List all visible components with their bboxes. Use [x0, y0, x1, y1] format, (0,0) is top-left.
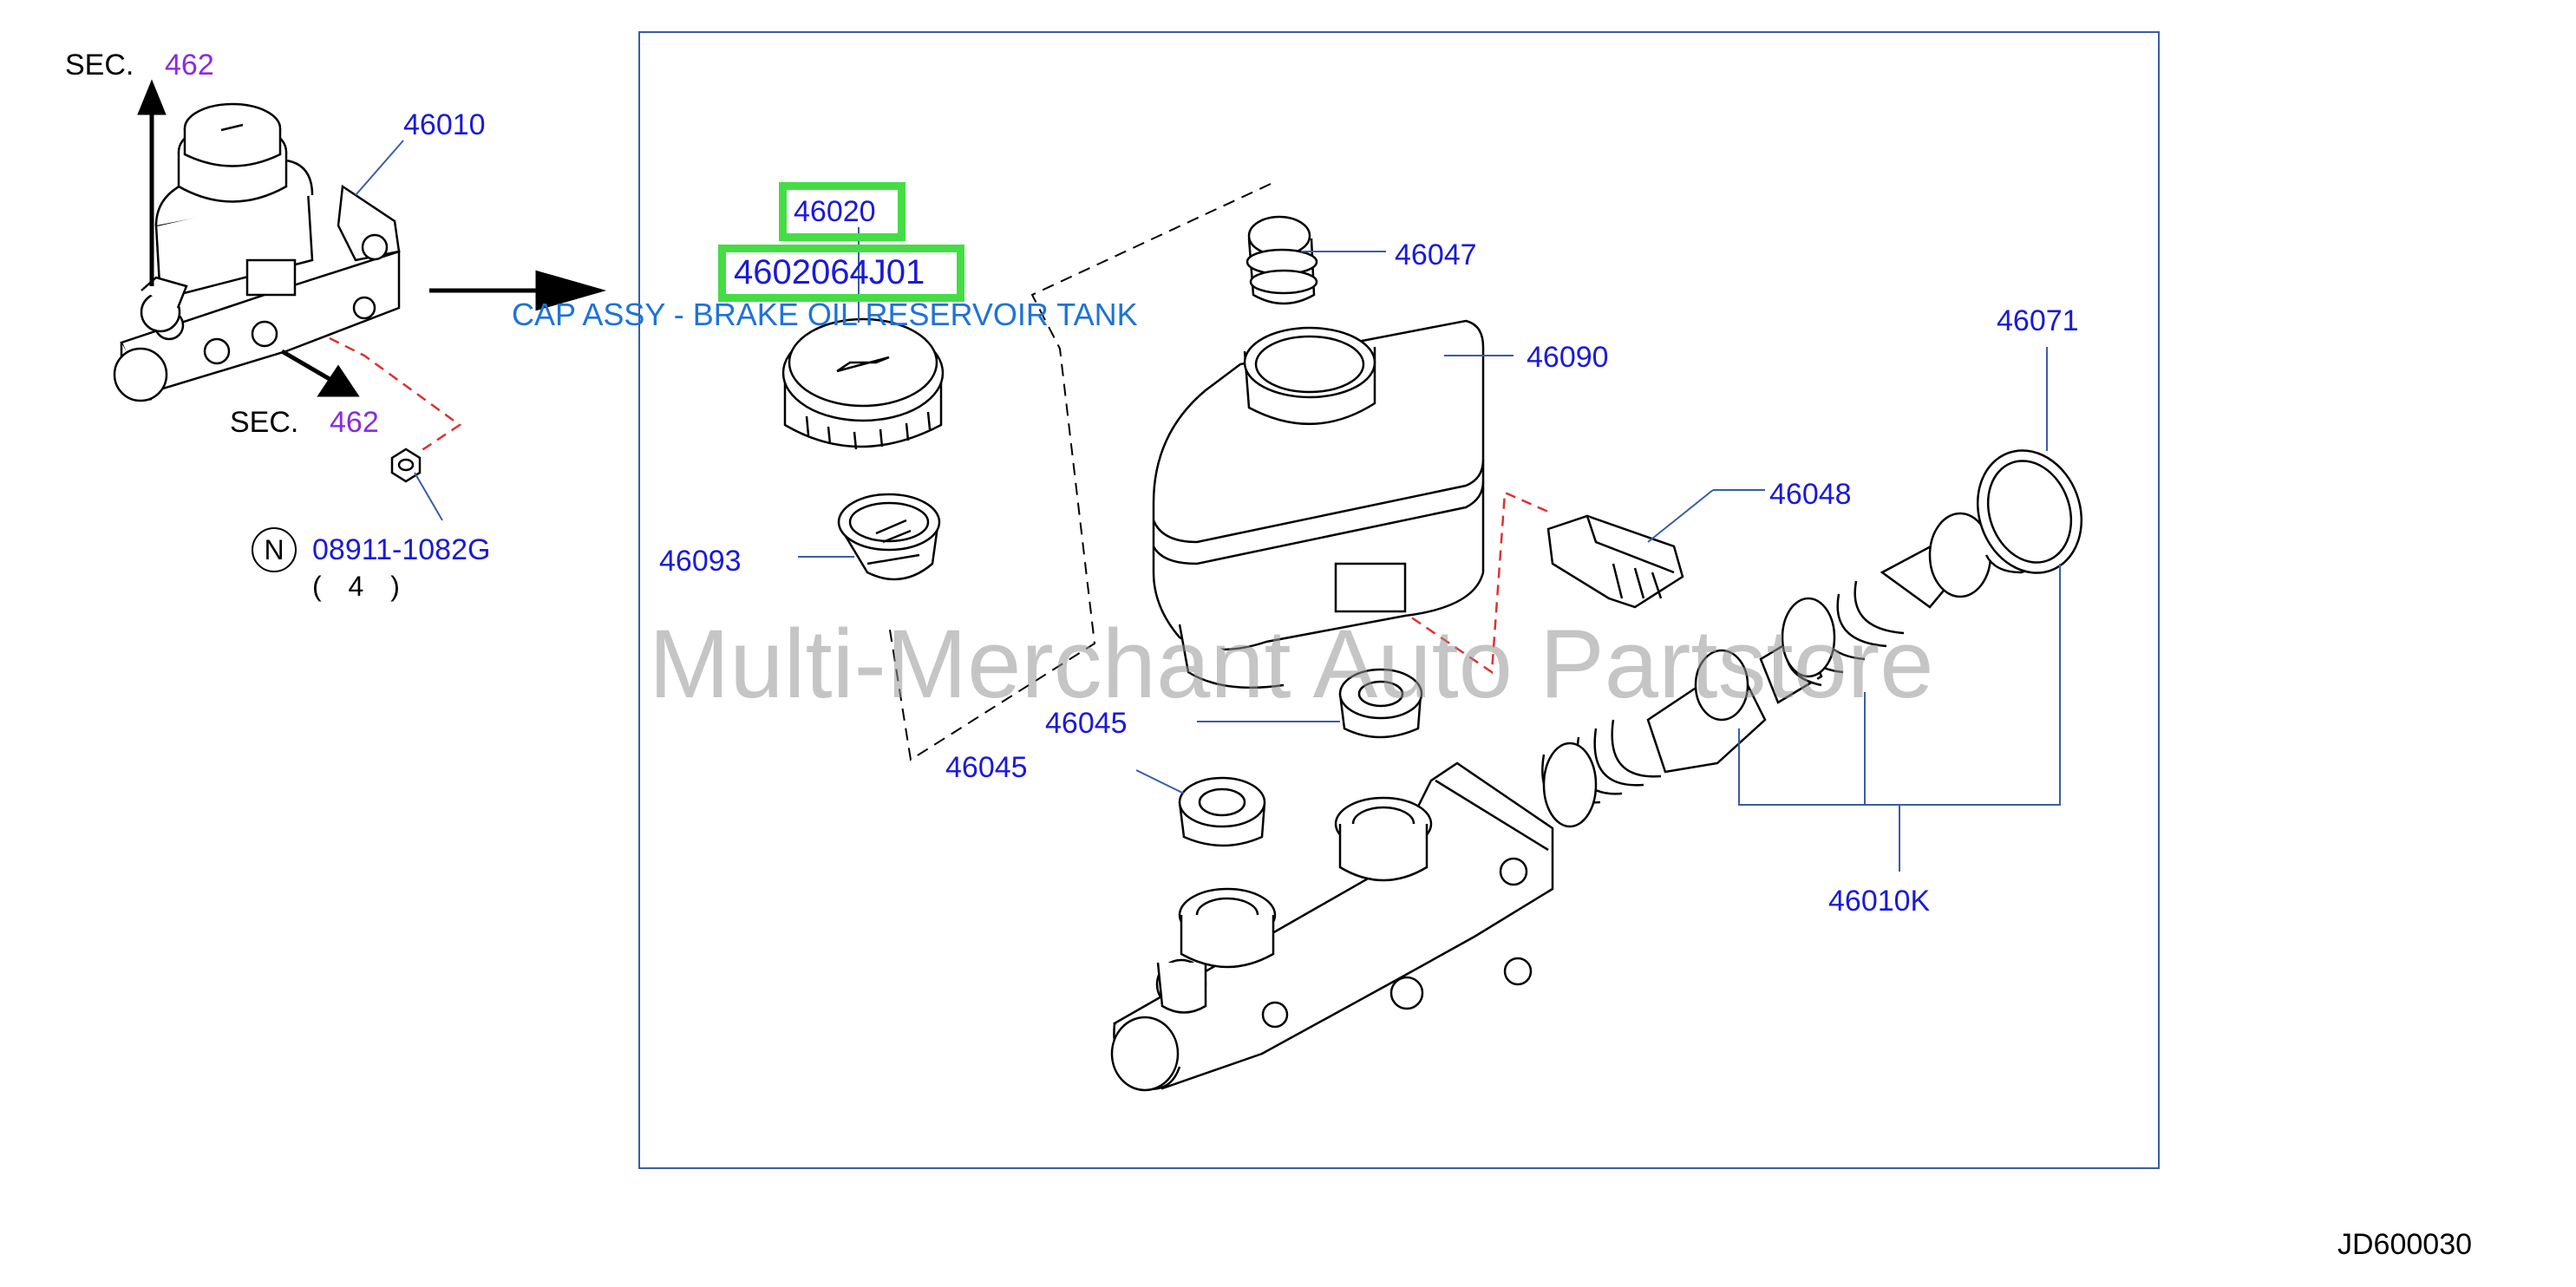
- reservoir-cap: [781, 317, 945, 450]
- level-sensor-connector: [1546, 514, 1684, 609]
- sec-bottom-number[interactable]: 462: [330, 406, 379, 439]
- part-label-46045-upper[interactable]: 46045: [1045, 707, 1128, 740]
- part-label-46093[interactable]: 46093: [659, 545, 742, 578]
- part-label-08911-1082G[interactable]: 08911-1082G: [312, 533, 491, 566]
- master-cylinder-body: [1110, 761, 1554, 1092]
- overview-master-cylinder: [113, 102, 401, 402]
- part-label-46048[interactable]: 46048: [1769, 478, 1852, 511]
- reservoir-seal: [1246, 215, 1318, 305]
- reservoir-tank: [1152, 319, 1485, 689]
- sec-top-number[interactable]: 462: [165, 49, 214, 82]
- part-label-46045-lower[interactable]: 46045: [945, 751, 1028, 784]
- part-label-46047[interactable]: 46047: [1395, 238, 1477, 271]
- highlight-4602064J01: [718, 245, 964, 302]
- part-label-46010[interactable]: 46010: [403, 108, 486, 141]
- seal-upper: [1338, 668, 1423, 739]
- sec-bottom-prefix: SEC.: [230, 406, 299, 439]
- piston-seal-ring: [1976, 449, 2083, 574]
- part-label-46090[interactable]: 46090: [1527, 341, 1609, 374]
- part-number-4602064J01[interactable]: 4602064J01: [734, 253, 925, 291]
- leader-lines: [798, 227, 2061, 872]
- overview-nut: [390, 448, 422, 483]
- sec-top-prefix: SEC.: [65, 49, 134, 82]
- highlight-46020: [779, 182, 906, 241]
- part-description: CAP ASSY - BRAKE OIL RESERVOIR TANK: [512, 297, 1138, 332]
- diagram-code: JD600030: [2337, 1228, 2473, 1261]
- part-label-46071[interactable]: 46071: [1997, 304, 2079, 337]
- seal-lower: [1178, 776, 1266, 847]
- reservoir-strainer: [837, 493, 941, 581]
- diagram-frame: [638, 31, 2160, 1169]
- watermark: Multi-Merchant Auto Partstore: [649, 610, 1934, 718]
- part-label-46020[interactable]: 46020: [794, 195, 876, 228]
- piston-kit: [1541, 484, 2066, 828]
- nut-quantity: ( 4 ): [312, 571, 400, 602]
- nut-symbol-circle: N: [252, 527, 297, 572]
- part-label-46010K[interactable]: 46010K: [1828, 885, 1931, 918]
- overview-arrows: [137, 79, 607, 397]
